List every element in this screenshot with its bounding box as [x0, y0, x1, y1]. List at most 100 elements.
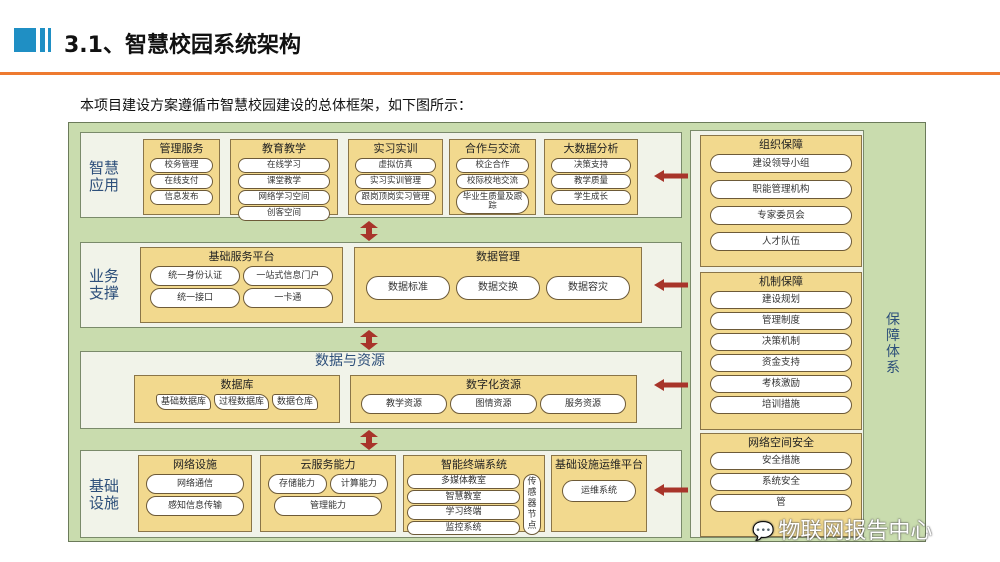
guarantee-items: 安全措施系统安全管 — [704, 452, 858, 512]
guarantee-label: 保障体系 — [886, 312, 900, 376]
module-item: 网络学习空间 — [238, 190, 330, 205]
module-title: 数字化资源 — [466, 378, 521, 391]
guarantee-item: 建设规划 — [710, 291, 852, 309]
module-box: 实习实训虚拟仿真实习实训管理跟岗顶岗实习管理 — [348, 139, 443, 215]
module-box: 大数据分析决策支持教学质量学生成长 — [544, 139, 638, 215]
module-box: 基础设施运维平台运维系统 — [551, 455, 647, 532]
module-item: 教学质量 — [551, 174, 631, 189]
guarantee-item: 管 — [710, 494, 852, 512]
module-items: 基础数据库过程数据库数据仓库 — [138, 394, 336, 410]
module-item: 决策支持 — [551, 158, 631, 173]
module-item: 数据标准 — [366, 276, 450, 300]
module-item: 校务管理 — [149, 158, 214, 173]
double-arrow-icon — [360, 430, 378, 450]
module-title: 基础设施运维平台 — [555, 458, 643, 471]
module-item: 实习实训管理 — [355, 174, 436, 189]
guarantee-item: 职能管理机构 — [710, 180, 852, 199]
guarantee-item: 系统安全 — [710, 473, 852, 491]
guarantee-item: 决策机制 — [710, 333, 852, 351]
header-logo-bar — [48, 28, 51, 52]
module-item: 数据交换 — [456, 276, 540, 300]
module-items: 决策支持教学质量学生成长 — [548, 158, 634, 205]
module-item: 在线学习 — [238, 158, 330, 173]
module-box: 云服务能力存储能力计算能力管理能力 — [260, 455, 396, 532]
module-item: 学生成长 — [551, 190, 631, 205]
module-box: 管理服务校务管理在线支付信息发布 — [143, 139, 220, 215]
module-box: 网络设施网络通信感知信息传输 — [138, 455, 252, 532]
module-title: 云服务能力 — [300, 458, 356, 471]
guarantee-item: 资金支持 — [710, 354, 852, 372]
guarantee-box: 机制保障建设规划管理制度决策机制资金支持考核激励培训措施 — [700, 272, 862, 430]
module-items: 校务管理在线支付信息发布 — [147, 158, 216, 205]
guarantee-item: 管理制度 — [710, 312, 852, 330]
guarantee-box: 组织保障建设领导小组职能管理机构专家委员会人才队伍 — [700, 135, 862, 267]
module-title: 数据库 — [220, 378, 254, 391]
module-title: 教育教学 — [262, 142, 306, 155]
module-item: 基础数据库 — [155, 394, 211, 410]
guarantee-items: 建设规划管理制度决策机制资金支持考核激励培训措施 — [704, 291, 858, 414]
module-item: 服务资源 — [539, 394, 627, 414]
header-logo-block — [14, 28, 36, 52]
guarantee-items: 建设领导小组职能管理机构专家委员会人才队伍 — [704, 154, 858, 251]
module-item: 创客空间 — [238, 206, 330, 221]
layer-label: 业务支撑 — [88, 267, 119, 302]
double-arrow-icon — [360, 330, 378, 350]
module-title: 数据管理 — [476, 250, 520, 263]
module-item: 统一接口 — [150, 288, 240, 308]
double-arrow-icon — [360, 221, 378, 241]
module-item: 校企合作 — [456, 158, 529, 173]
module-item: 毕业生质量及跟踪 — [456, 190, 529, 214]
module-title: 基础服务平台 — [208, 250, 275, 263]
module-title: 大数据分析 — [563, 142, 619, 155]
layer-label: 基础设施 — [88, 477, 119, 512]
module-title: 合作与交流 — [465, 142, 520, 155]
module-box: 合作与交流校企合作校际校地交流毕业生质量及跟踪 — [449, 139, 536, 215]
slide-title: 3.1、智慧校园系统架构 — [64, 33, 301, 58]
layer-label: 智慧应用 — [88, 159, 119, 194]
module-item: 计算能力 — [329, 474, 389, 494]
module-items: 多媒体教室智慧教室学习终端监控系统传感器节点 — [407, 474, 541, 535]
module-box: 教育教学在线学习课堂教学网络学习空间创客空间 — [230, 139, 338, 221]
guarantee-item: 专家委员会 — [710, 206, 852, 225]
arrow-left-icon — [654, 379, 688, 391]
module-box: 基础服务平台统一身份认证一站式信息门户统一接口一卡通 — [140, 247, 343, 323]
guarantee-title: 网络空间安全 — [748, 436, 814, 449]
module-item: 数据仓库 — [272, 394, 319, 410]
module-title: 智能终端系统 — [441, 458, 507, 471]
module-item: 学习终端 — [407, 505, 520, 520]
module-box: 数据库基础数据库过程数据库数据仓库 — [134, 375, 340, 423]
module-item: 存储能力 — [267, 474, 327, 494]
module-items: 在线学习课堂教学网络学习空间创客空间 — [234, 158, 334, 221]
intro-text: 本项目建设方案遵循市智慧校园建设的总体框架，如下图所示： — [80, 98, 472, 114]
module-box: 数字化资源教学资源图情资源服务资源 — [350, 375, 637, 423]
module-items: 校企合作校际校地交流毕业生质量及跟踪 — [453, 158, 532, 214]
module-item: 网络通信 — [146, 474, 244, 494]
module-box: 智能终端系统多媒体教室智慧教室学习终端监控系统传感器节点 — [403, 455, 545, 535]
module-items: 统一身份认证一站式信息门户统一接口一卡通 — [144, 266, 339, 308]
module-items: 网络通信感知信息传输 — [142, 474, 248, 516]
module-item: 跟岗顶岗实习管理 — [355, 190, 436, 205]
arrow-left-icon — [654, 484, 688, 496]
module-item: 监控系统 — [407, 520, 520, 535]
module-item: 一站式信息门户 — [243, 266, 333, 286]
module-items: 教学资源图情资源服务资源 — [354, 394, 633, 414]
module-item: 统一身份认证 — [150, 266, 240, 286]
guarantee-item: 考核激励 — [710, 375, 852, 393]
module-item: 数据容灾 — [546, 276, 630, 300]
arrow-left-icon — [654, 279, 688, 291]
module-item: 教学资源 — [360, 394, 448, 414]
module-item: 校际校地交流 — [456, 174, 529, 189]
module-box: 数据管理数据标准数据交换数据容灾 — [354, 247, 642, 323]
title-divider — [0, 72, 1000, 75]
guarantee-item: 安全措施 — [710, 452, 852, 470]
module-items: 运维系统 — [555, 480, 643, 502]
guarantee-item: 培训措施 — [710, 396, 852, 414]
header-logo-bar — [40, 28, 45, 52]
module-items: 数据标准数据交换数据容灾 — [358, 276, 638, 300]
module-items: 存储能力计算能力管理能力 — [264, 474, 392, 516]
guarantee-title: 机制保障 — [759, 275, 803, 288]
module-title: 网络设施 — [173, 458, 217, 471]
module-item: 课堂教学 — [238, 174, 330, 189]
module-item: 过程数据库 — [213, 394, 269, 410]
module-item: 在线支付 — [149, 174, 214, 189]
